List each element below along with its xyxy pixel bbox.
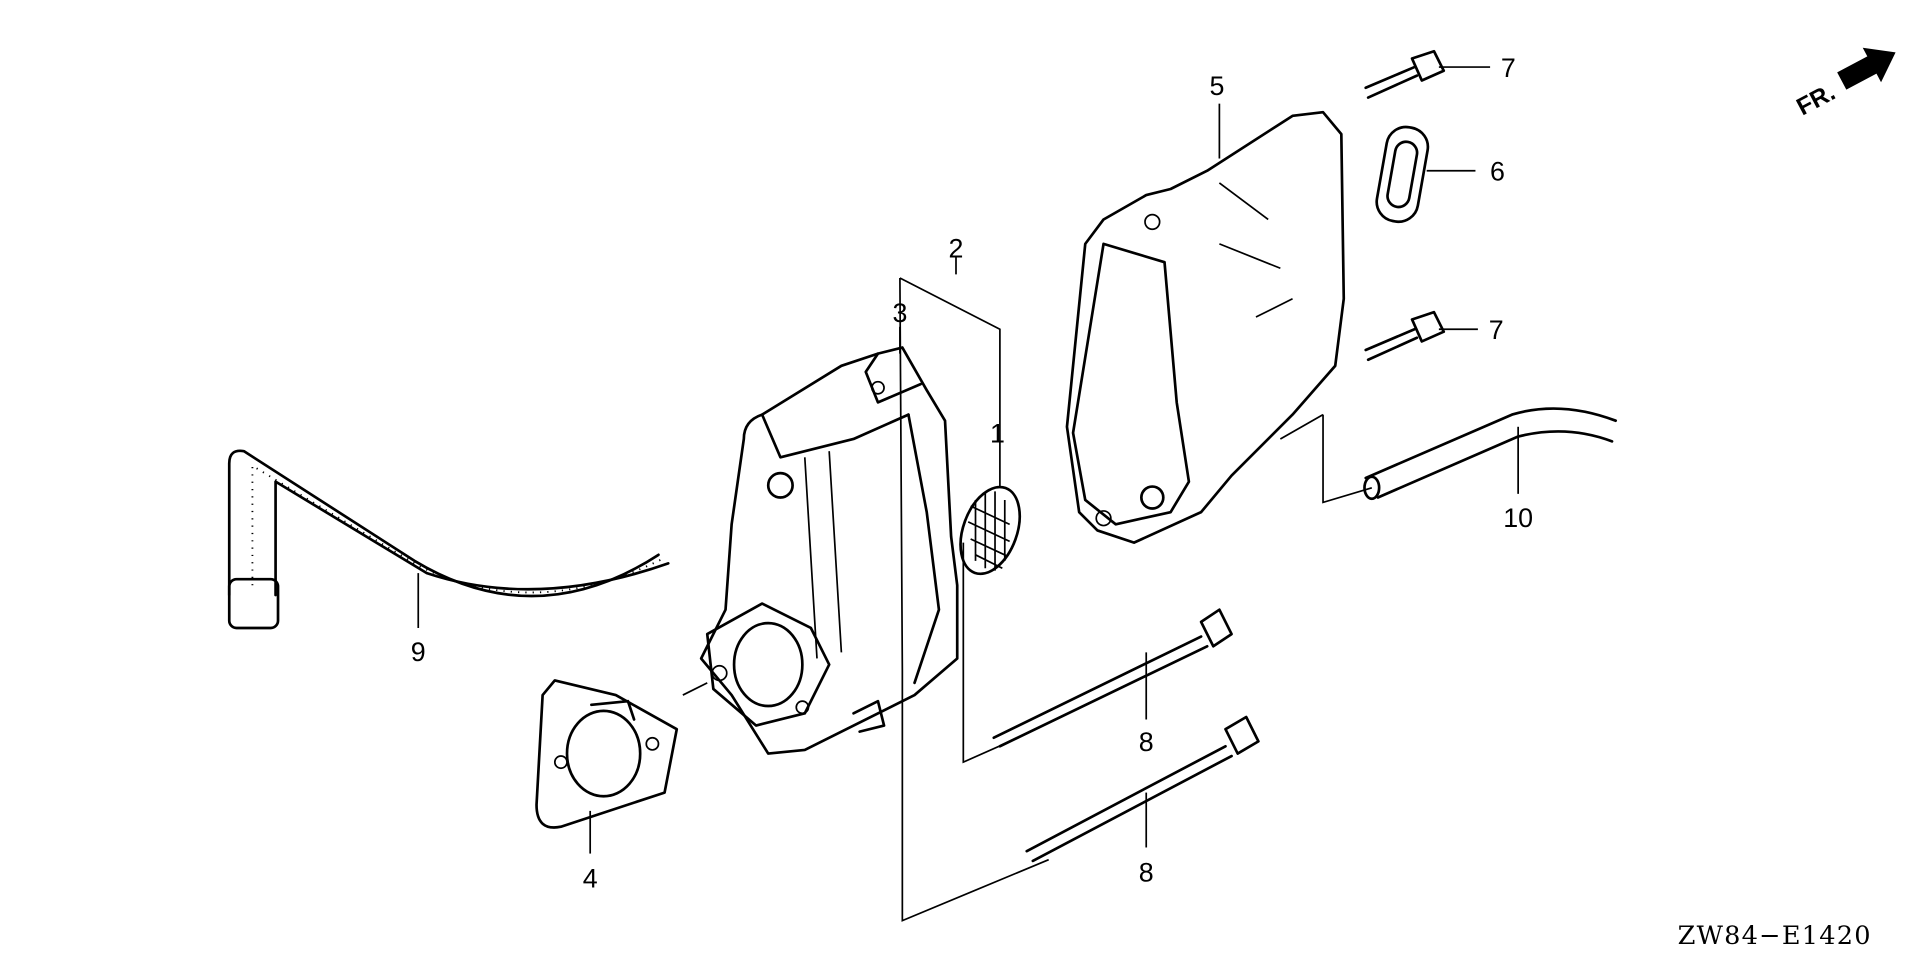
part-1-screen [959,485,1022,576]
part-3-case [699,346,959,755]
callout-7-lower: 7 [1489,315,1504,345]
callout-4: 4 [583,864,598,894]
front-direction-indicator: FR. [1792,47,1896,121]
callout-3: 3 [892,298,907,328]
part-8-bolt-lower [1025,715,1260,863]
callout-8-upper: 8 [1139,727,1154,757]
part-7-bolt-lower [1364,310,1446,362]
callout-9: 9 [411,637,426,667]
part-9-breather-hose [227,449,670,630]
callout-6: 6 [1490,156,1505,186]
callout-2: 2 [949,233,964,263]
part-6-grommet [1375,125,1430,224]
arrow-right-icon [1837,47,1896,90]
callout-10: 10 [1503,503,1533,533]
callout-7-upper: 7 [1501,53,1516,83]
fr-label: FR. [1792,79,1839,121]
callout-1: 1 [990,419,1005,449]
diagram-code: ZW84−E1420 [1678,921,1872,951]
leader-lines [417,66,1519,922]
part-10-tube [1363,407,1618,501]
callout-5: 5 [1209,71,1224,101]
part-5-cover [1065,110,1346,544]
callout-8-lower: 8 [1139,858,1154,888]
part-4-gasket [535,679,679,829]
part-7-bolt-upper [1364,49,1446,99]
part-8-bolt-upper [992,608,1233,748]
